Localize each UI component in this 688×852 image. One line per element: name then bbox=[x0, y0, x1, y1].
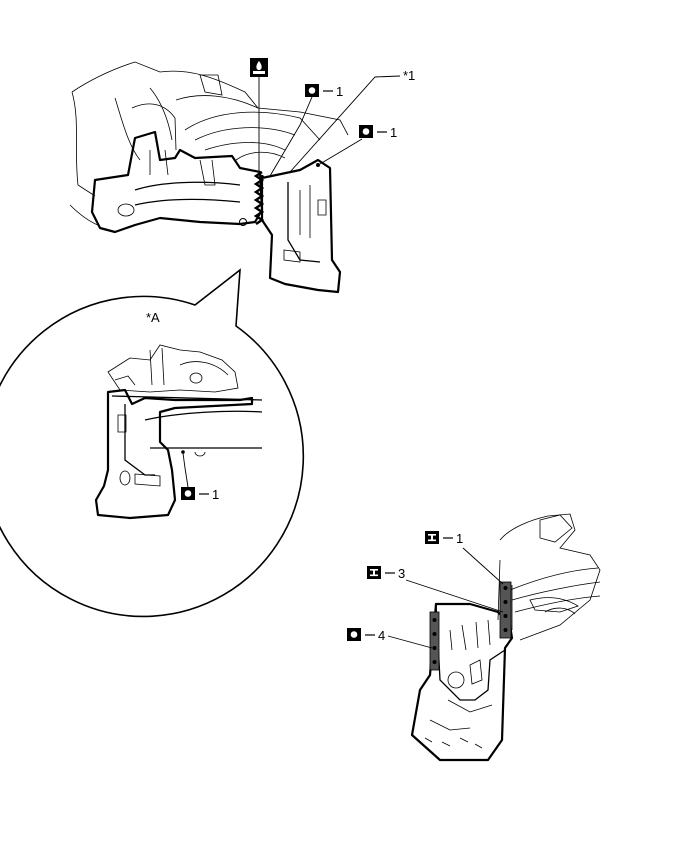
callout-o1-right: 1 bbox=[359, 125, 397, 140]
callout-o1-circle: 1 bbox=[181, 487, 219, 502]
top-assembly bbox=[69, 61, 349, 294]
callout-number: 3 bbox=[398, 566, 405, 581]
leader-star1 bbox=[289, 75, 401, 173]
callout-number: 1 bbox=[390, 125, 397, 140]
leader-o1-top bbox=[269, 96, 313, 177]
detail-callout-bubble bbox=[0, 268, 305, 618]
callout-o1-top: 1 bbox=[305, 84, 343, 99]
callout-star1: *1 bbox=[403, 68, 415, 83]
sealer-icon bbox=[250, 58, 268, 77]
callout-i1: 1 bbox=[425, 531, 463, 546]
detail-view bbox=[94, 344, 263, 520]
callout-o4: 4 bbox=[347, 628, 385, 643]
leader-i1 bbox=[462, 547, 504, 585]
bottom-assembly bbox=[410, 513, 601, 762]
leader-o1-right bbox=[319, 138, 363, 165]
callout-number: 1 bbox=[336, 84, 343, 99]
leader-o4 bbox=[387, 635, 433, 649]
callout-i3: 3 bbox=[367, 566, 405, 581]
callout-number: 1 bbox=[456, 531, 463, 546]
callout-number: 4 bbox=[378, 628, 385, 643]
leader-o1-circle bbox=[182, 452, 189, 488]
leader-i3 bbox=[405, 579, 504, 613]
detail-label-a: *A bbox=[146, 310, 160, 325]
callout-number: 1 bbox=[212, 487, 219, 502]
